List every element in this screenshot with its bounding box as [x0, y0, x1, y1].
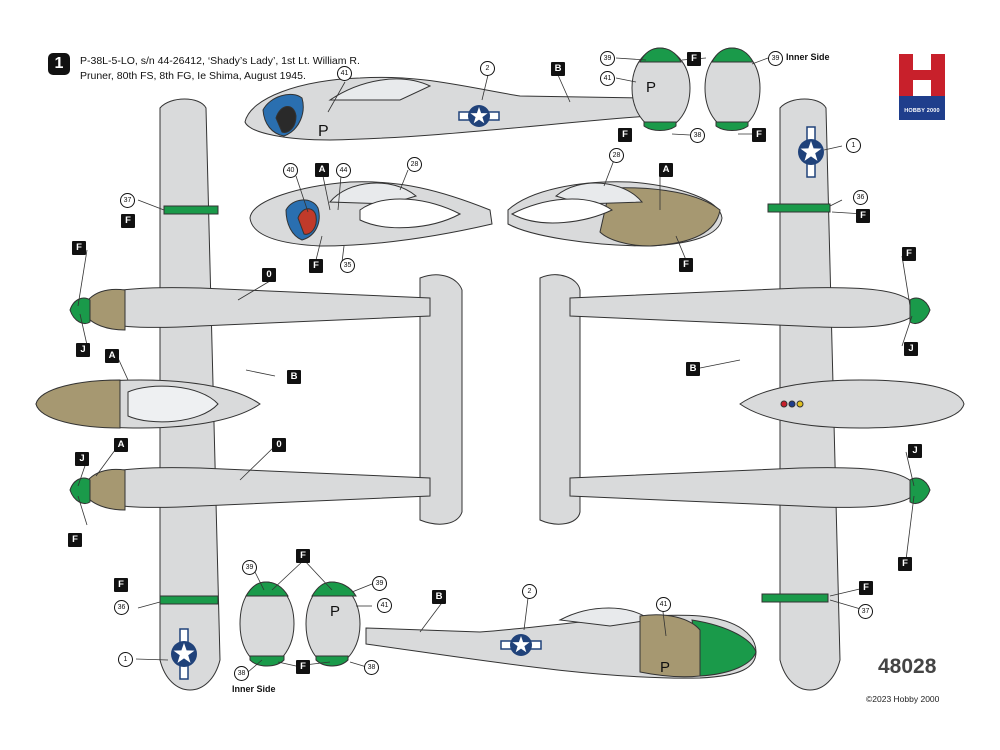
callout-41-bottom-cowl: 41 — [377, 598, 392, 613]
tag-b-bottom: B — [432, 590, 446, 604]
logo-brand-text: HOBBY 2000 — [904, 108, 940, 114]
top-side-profile — [244, 76, 681, 141]
tag-f-wing-top-left: F — [121, 214, 135, 228]
top-cowl-right — [704, 47, 761, 131]
callout-44-nose: 44 — [336, 163, 351, 178]
bottom-cowl-left — [239, 581, 295, 667]
nose-left-view — [249, 181, 493, 247]
tag-f-spinner-top-right: F — [902, 247, 916, 261]
tag-a-top-left-2: A — [114, 438, 128, 452]
code-letter-top: P — [318, 123, 329, 140]
code-letter-bottom: P — [660, 659, 670, 676]
callout-28-nose-left: 28 — [407, 157, 422, 172]
tag-b-top-wing: B — [287, 370, 301, 384]
callout-41-top: 41 — [337, 66, 352, 81]
bottom-side-profile — [365, 607, 757, 679]
tag-f-wing-bottom-right: F — [859, 581, 873, 595]
callout-40-nose: 40 — [283, 163, 298, 178]
callout-41-cowl-left: 41 — [600, 71, 615, 86]
callout-39-cowl-left: 39 — [600, 51, 615, 66]
nose-right-view — [507, 181, 723, 247]
callout-38-cowl: 38 — [690, 128, 705, 143]
leader-lines — [77, 57, 915, 673]
code-letter-cowl-top: P — [646, 79, 656, 96]
callout-35-nose: 35 — [340, 258, 355, 273]
callout-39-bottom-cowl-right: 39 — [372, 576, 387, 591]
inner-side-label-bottom: Inner Side — [232, 684, 276, 694]
tag-0-top-1: 0 — [262, 268, 276, 282]
callout-39-bottom-cowl-left: 39 — [242, 560, 257, 575]
hobby2000-logo — [897, 52, 947, 120]
callout-28-nose-right: 28 — [609, 148, 624, 163]
inner-side-label-top: Inner Side — [786, 52, 830, 62]
tag-a-nose-right: A — [659, 163, 673, 177]
tag-f-wing-bottom-left: F — [114, 578, 128, 592]
callout-38-bottom-cowl-left: 38 — [234, 666, 249, 681]
kit-number: 48028 — [878, 655, 937, 678]
callout-37-wing-top-left: 37 — [120, 193, 135, 208]
tag-j-spinner-bottom-left: J — [75, 452, 89, 466]
tag-f-nose-left: F — [309, 259, 323, 273]
copyright: ©2023 Hobby 2000 — [866, 694, 940, 704]
tag-0-top-2: 0 — [272, 438, 286, 452]
tag-b-top: B — [551, 62, 565, 76]
tag-f-spinner-top-left: F — [72, 241, 86, 255]
aircraft-caption: P-38L-5-LO, s/n 44-26412, ‘Shady’s Lady’… — [80, 55, 360, 82]
tag-b-underside: B — [686, 362, 700, 376]
tag-j-spinner-top-right: J — [904, 342, 918, 356]
tag-f-top-cowl: F — [687, 52, 701, 66]
callout-39-cowl-right: 39 — [768, 51, 783, 66]
callout-2-bottom: 2 — [522, 584, 537, 599]
tag-f-bottom-cowl-lower: F — [296, 660, 310, 674]
tag-f-bottom-cowl-upper: F — [296, 549, 310, 563]
tag-f-spinner-bottom-right: F — [898, 557, 912, 571]
callout-1-top-right: 1 — [846, 138, 861, 153]
tag-a-top-left: A — [105, 349, 119, 363]
tag-a-nose-left: A — [315, 163, 329, 177]
callout-38-bottom-cowl-right: 38 — [364, 660, 379, 675]
callout-41-bottom: 41 — [656, 597, 671, 612]
tag-f-nose-right: F — [679, 258, 693, 272]
bottom-cowl-right — [305, 581, 361, 667]
top-view — [35, 98, 463, 691]
callout-2-top: 2 — [480, 61, 495, 76]
code-letter-cowl-bottom: P — [330, 603, 340, 620]
tag-f-top-cowl-right: F — [752, 128, 766, 142]
callout-1-bottom-left: 1 — [118, 652, 133, 667]
underside-view — [539, 98, 965, 691]
sheet-number-badge: 1 — [48, 53, 70, 75]
tag-f-spinner-bottom-left: F — [68, 533, 82, 547]
callout-36-wing-bottom-left: 36 — [114, 600, 129, 615]
top-cowl-left — [631, 47, 691, 131]
tag-f-top-cowl-left: F — [618, 128, 632, 142]
callout-37-bottom-right: 37 — [858, 604, 873, 619]
tag-j-spinner-top-left: J — [76, 343, 90, 357]
tag-j-spinner-bottom-right: J — [908, 444, 922, 458]
tag-f-wing-top-right: F — [856, 209, 870, 223]
callout-36-top-right: 36 — [853, 190, 868, 205]
